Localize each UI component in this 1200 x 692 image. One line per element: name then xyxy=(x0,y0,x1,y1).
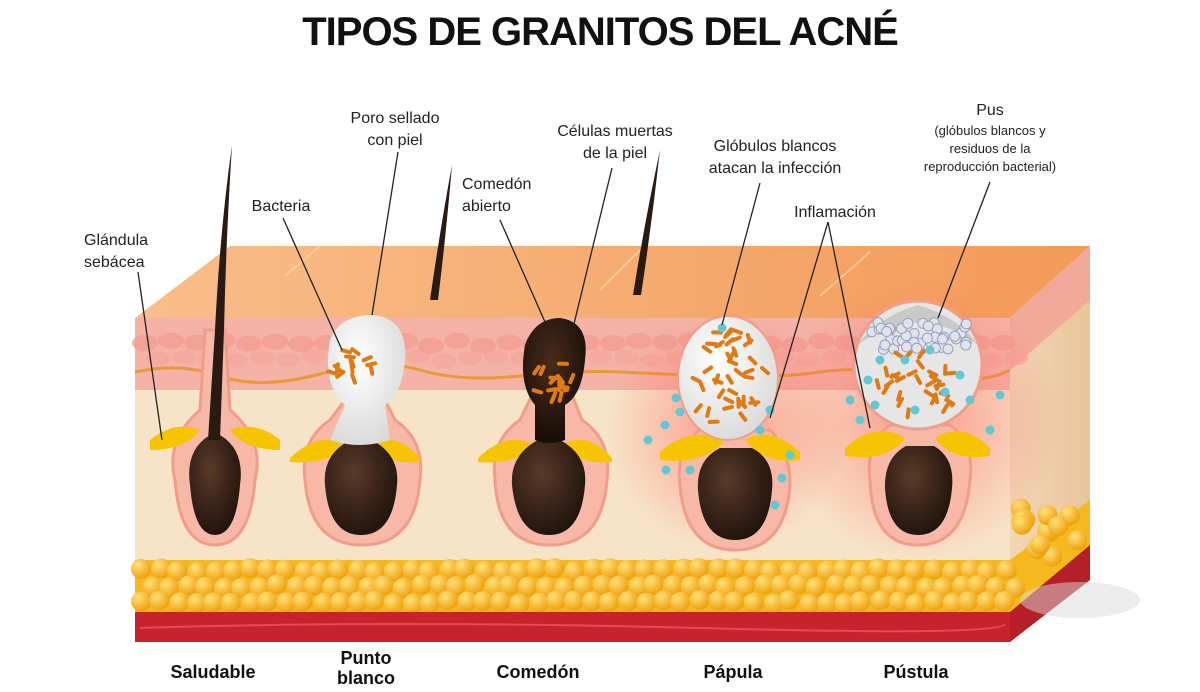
stage-punto-blanco: Punto blanco xyxy=(336,648,395,688)
follicle-saludable xyxy=(150,145,280,547)
label-globulos-blancos: Glóbulos blancos atacan la infección xyxy=(708,138,842,177)
hair-free-1 xyxy=(430,165,452,300)
leader-lines xyxy=(137,151,991,441)
label-comedon-abierto: Comedón abierto xyxy=(462,176,532,215)
follicle-papula xyxy=(643,315,800,552)
muscle-layer xyxy=(135,612,1010,642)
follicle-comedon xyxy=(478,318,612,547)
label-poro-sellado: Poro sellado con piel xyxy=(350,110,440,149)
label-glandula-sebacea: Glándula sebácea xyxy=(84,232,149,271)
label-celulas-muertas: Células muertas de la piel xyxy=(557,123,673,162)
shadow xyxy=(1020,582,1140,618)
page-title: TIPOS DE GRANITOS DEL ACNÉ xyxy=(302,10,899,54)
stage-saludable: Saludable xyxy=(170,662,256,682)
label-inflamacion: Inflamación xyxy=(794,204,876,221)
fat-layer xyxy=(131,498,1088,618)
follicle-pustula xyxy=(845,299,1005,547)
stage-papula: Pápula xyxy=(703,662,763,682)
stage-comedon: Comedón xyxy=(496,662,580,682)
follicle-punto-blanco xyxy=(290,315,423,547)
hair-free-2 xyxy=(633,150,660,295)
stage-pustula: Pústula xyxy=(883,662,949,682)
label-pus: Pus xyxy=(976,102,1004,119)
label-bacteria: Bacteria xyxy=(251,198,311,215)
whitehead-plug xyxy=(327,315,406,445)
label-pus-detail: (glóbulos blancos y residuos de la repro… xyxy=(923,123,1057,174)
hair-saludable xyxy=(208,145,232,440)
